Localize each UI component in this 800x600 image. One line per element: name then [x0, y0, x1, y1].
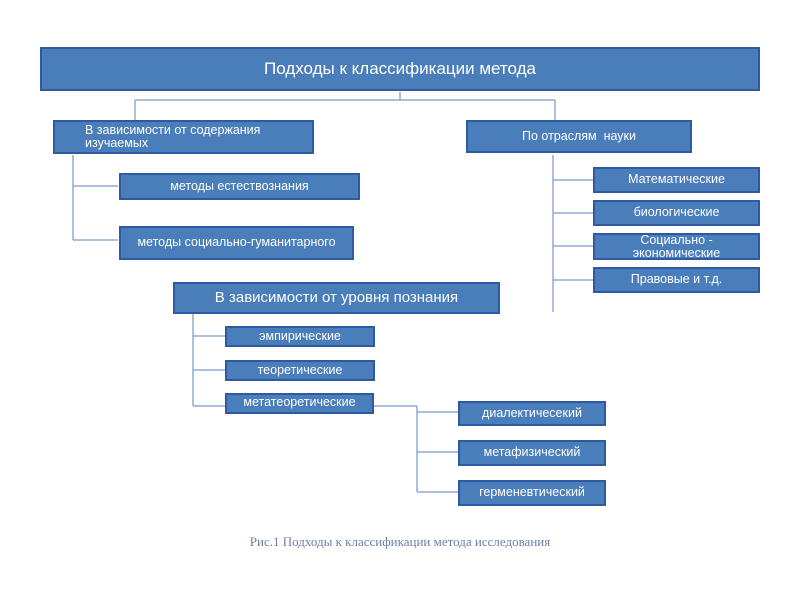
branch-item-label: биологические	[633, 205, 720, 220]
content-item-social-humanitarian: методы социально-гуманитарного	[119, 226, 354, 260]
meta-item-label: герменевтический	[479, 485, 585, 500]
content-item-label: методы естествознания	[170, 178, 309, 193]
branch-item-biological: биологические	[593, 200, 760, 226]
by-level-label: В зависимости от уровня познания	[214, 289, 459, 307]
level-item-label: метатеоретические	[243, 395, 356, 409]
branch-item-socio-economic: Социально - экономические	[593, 233, 760, 260]
figure-caption: Рис.1 Подходы к классификации метода исс…	[249, 534, 551, 549]
level-item-label: эмпирические	[259, 328, 341, 343]
level-item-label: теоретические	[257, 362, 343, 377]
branch-item-label: Правовые и т.д.	[630, 272, 723, 287]
content-item-label: методы социально-гуманитарного	[137, 235, 336, 250]
meta-item-hermeneutic: герменевтический	[458, 480, 606, 506]
meta-item-label: метафизический	[483, 445, 581, 460]
by-content-label: В зависимости от содержания изучаемых	[85, 123, 261, 151]
diagram-title: Подходы к классификации метода	[264, 59, 536, 79]
branch-item-legal: Правовые и т.д.	[593, 267, 760, 293]
level-item-metatheoretical: метатеоретические	[225, 393, 374, 414]
by-level-box: В зависимости от уровня познания	[173, 282, 500, 314]
by-branch-label: По отраслям науки	[522, 128, 636, 143]
by-content-box: В зависимости от содержания изучаемых	[53, 120, 314, 154]
by-branch-box: По отраслям науки	[466, 120, 692, 153]
meta-item-label: диалектичесекий	[482, 405, 582, 420]
level-item-empirical: эмпирические	[225, 326, 375, 347]
meta-item-dialectical: диалектичесекий	[458, 401, 606, 426]
branch-item-mathematical: Математические	[593, 167, 760, 193]
meta-item-metaphysical: метафизический	[458, 440, 606, 466]
branch-item-label: Математические	[628, 172, 725, 187]
branch-item-label: Социально - экономические	[632, 233, 721, 260]
title-box: Подходы к классификации метода	[40, 47, 760, 91]
level-item-theoretical: теоретические	[225, 360, 375, 381]
content-item-natural-sciences: методы естествознания	[119, 173, 360, 200]
